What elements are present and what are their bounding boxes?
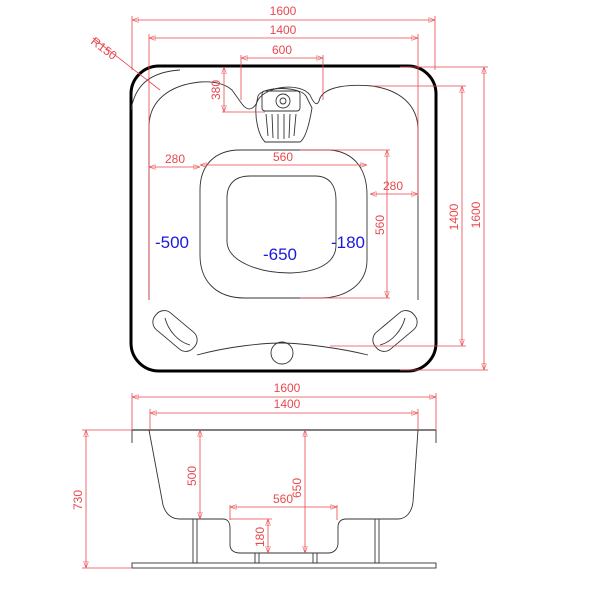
left-seat-width-label: 280 bbox=[165, 152, 185, 166]
depth-right-label: -180 bbox=[331, 233, 365, 252]
seat-platform bbox=[199, 149, 368, 299]
footwell-width-label: 560 bbox=[273, 150, 293, 164]
tub-inner-outline bbox=[148, 81, 419, 300]
total-height-label: 730 bbox=[71, 490, 85, 510]
side-inner-width-label: 1400 bbox=[274, 397, 301, 411]
control-knob-icon bbox=[275, 93, 291, 109]
left-pillow bbox=[152, 310, 198, 352]
corner-arc bbox=[130, 69, 181, 111]
top-inner-width-label: 1400 bbox=[270, 23, 297, 37]
headrest-grille bbox=[265, 113, 297, 139]
bottom-edge bbox=[196, 342, 369, 356]
drain-bump bbox=[270, 341, 294, 365]
corner-radius-label: R150 bbox=[88, 34, 120, 63]
top-overall-width-label: 1600 bbox=[270, 4, 297, 18]
total-depth-label: 650 bbox=[290, 478, 304, 498]
side-footwell-width-label: 560 bbox=[273, 492, 293, 506]
headrest-width-label: 600 bbox=[272, 43, 292, 57]
support-legs bbox=[192, 518, 380, 564]
tub-body-profile bbox=[148, 429, 419, 554]
side-overall-width-label: 1600 bbox=[274, 381, 301, 395]
headrest-depth-label: 380 bbox=[209, 80, 223, 100]
footwell bbox=[226, 175, 337, 274]
side-dimension-lines bbox=[82, 393, 437, 569]
headrest bbox=[255, 88, 313, 143]
right-pillow bbox=[372, 310, 418, 352]
control-panel bbox=[261, 90, 301, 112]
tub-outer-rim bbox=[129, 64, 438, 373]
footwell-length-label: 560 bbox=[373, 215, 387, 235]
depth-center-label: -650 bbox=[263, 245, 297, 264]
overall-length-label: 1600 bbox=[469, 201, 483, 228]
dimension-lines bbox=[92, 16, 488, 371]
depth-left-label: -500 bbox=[155, 233, 189, 252]
footwell-depth-label: 180 bbox=[253, 527, 267, 547]
inner-length-label: 1400 bbox=[447, 203, 461, 230]
right-seat-width-label: 280 bbox=[383, 179, 403, 193]
base-plate bbox=[131, 562, 437, 569]
side-view: 1600 1400 730 500 650 560 180 bbox=[71, 381, 437, 569]
seat-depth-label: 500 bbox=[185, 466, 199, 486]
top-view: 1600 1400 600 380 R150 280 560 280 560 1… bbox=[88, 4, 488, 373]
